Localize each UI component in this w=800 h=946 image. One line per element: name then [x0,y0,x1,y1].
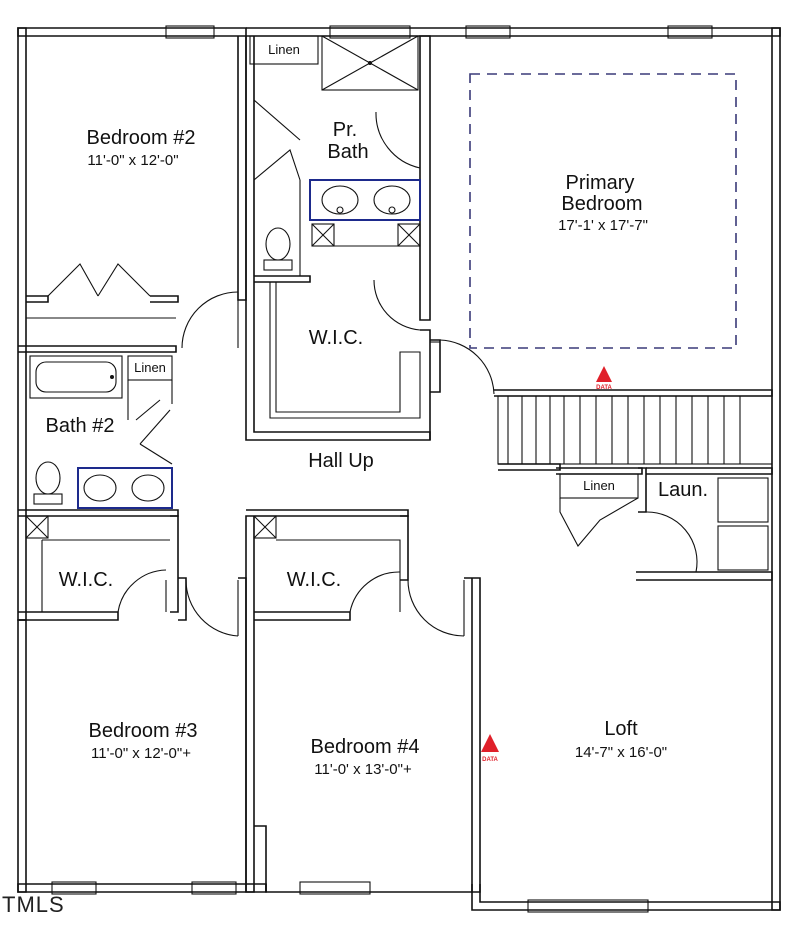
bath2-walls [18,355,179,517]
bath2-label: Bath #2 [46,415,115,437]
loft-dims: 14'-7" x 16'-0" [575,744,667,761]
bedroom4-label: Bedroom #4 [311,736,420,758]
bedroom4-wic-label: W.I.C. [287,569,341,591]
linen-label-pr-bath: Linen [268,42,300,57]
primary-bedroom-label-2: Bedroom [561,193,642,215]
primary-bedroom-walls [430,73,773,397]
primary-bath-label-2: Bath [327,141,368,163]
data-marker-loft[interactable]: DATA [481,734,499,763]
primary-bedroom-dims: 17'-1' x 17'-7" [558,217,648,234]
room-labels: Bedroom #2 11'-0" x 12'-0" Primary Bedro… [46,42,709,778]
hall-label: Hall Up [308,450,374,472]
watermark: TMLS [2,892,65,917]
bedroom4-dims: 11'-0' x 13'-0"+ [314,761,412,778]
loft-label: Loft [604,718,638,740]
data-marker-primary[interactable]: DATA [596,366,613,391]
bedroom3-dims: 11'-0" x 12'-0"+ [91,745,191,762]
primary-wic-label: W.I.C. [309,327,363,349]
bedroom3-label: Bedroom #3 [89,720,198,742]
data-marker-loft-text: DATA [482,757,498,763]
bedroom4-walls [245,509,481,893]
laundry-label: Laun. [658,479,708,501]
bedroom3-walls [18,515,247,892]
laundry-walls [556,467,773,581]
bedroom3-wic-label: W.I.C. [59,569,113,591]
bedroom2-dims: 11'-0" x 12'-0" [87,152,178,169]
bedroom2-label: Bedroom #2 [87,127,196,149]
data-marker-primary-text: DATA [596,385,612,391]
primary-bath-label-1: Pr. [333,119,357,141]
linen-label-hall: Linen [583,478,615,493]
stairs [497,395,773,471]
primary-bedroom-label-1: Primary [566,172,635,194]
linen-label-bath2: Linen [134,360,166,375]
primary-bath-walls [245,35,440,441]
bedroom2-walls [18,36,247,353]
